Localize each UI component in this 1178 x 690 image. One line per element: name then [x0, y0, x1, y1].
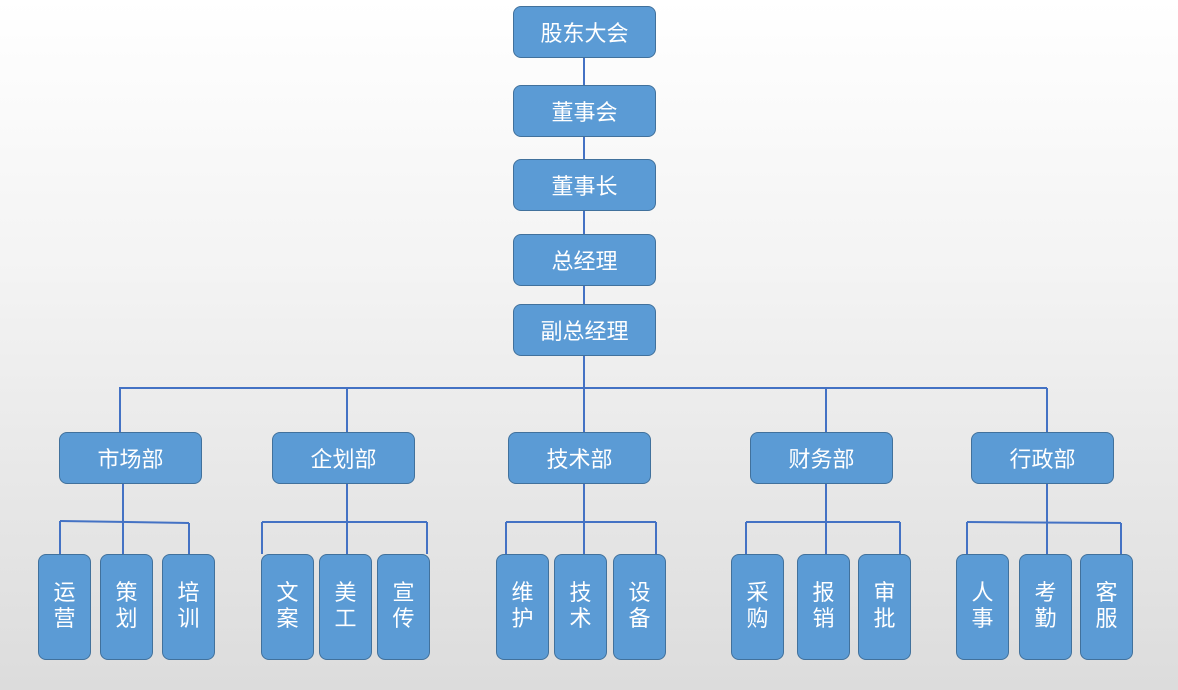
deputy-general-manager-box: 副总经理 [513, 304, 656, 356]
unit-box: 采购 [731, 554, 784, 660]
unit-box: 美工 [319, 554, 372, 660]
unit-box: 培训 [162, 554, 215, 660]
department-box-marketing: 市场部 [59, 432, 202, 484]
chairman-box: 董事长 [513, 159, 656, 211]
unit-box: 考勤 [1019, 554, 1072, 660]
unit-box: 宣传 [377, 554, 430, 660]
department-box-planning: 企划部 [272, 432, 415, 484]
unit-box: 维护 [496, 554, 549, 660]
shareholders-meeting-box: 股东大会 [513, 6, 656, 58]
unit-box: 报销 [797, 554, 850, 660]
unit-box: 审批 [858, 554, 911, 660]
unit-box: 客服 [1080, 554, 1133, 660]
unit-box: 设备 [613, 554, 666, 660]
unit-box: 人事 [956, 554, 1009, 660]
department-box-technology: 技术部 [508, 432, 651, 484]
department-box-finance: 财务部 [750, 432, 893, 484]
unit-box: 策划 [100, 554, 153, 660]
unit-box: 技术 [554, 554, 607, 660]
unit-box: 文案 [261, 554, 314, 660]
unit-box: 运营 [38, 554, 91, 660]
board-of-directors-box: 董事会 [513, 85, 656, 137]
general-manager-box: 总经理 [513, 234, 656, 286]
department-box-administration: 行政部 [971, 432, 1114, 484]
